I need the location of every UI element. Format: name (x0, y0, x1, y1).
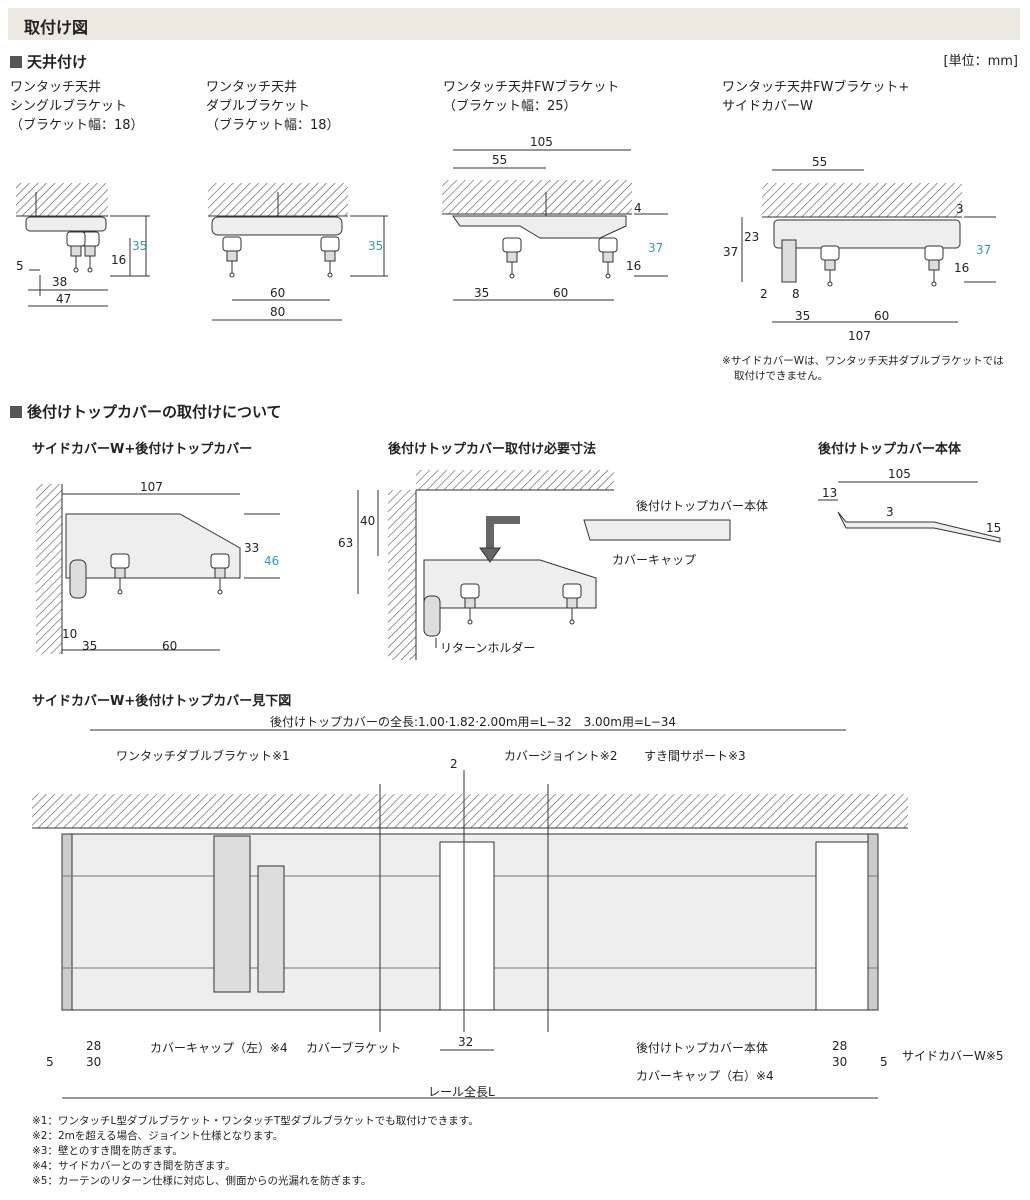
svg-text:38: 38 (52, 275, 67, 289)
svg-text:30: 30 (832, 1055, 847, 1069)
svg-text:2: 2 (760, 287, 768, 301)
svg-text:28: 28 (86, 1039, 101, 1053)
svg-text:5: 5 (46, 1055, 54, 1069)
caption-fw: ワンタッチ天井FWブラケット（ブラケット幅：25） (443, 80, 620, 114)
svg-text:16: 16 (111, 253, 126, 267)
svg-text:10: 10 (62, 627, 77, 641)
svg-text:40: 40 (360, 514, 375, 528)
svg-text:80: 80 (270, 305, 285, 319)
caption-fw-side: ワンタッチ天井FWブラケット+サイドカバーW (722, 80, 910, 114)
callout-gap-support: すき間サポート※3 (644, 749, 746, 763)
svg-text:55: 55 (812, 155, 827, 169)
callout-cover-cap: カバーキャップ (612, 553, 696, 567)
svg-text:23: 23 (744, 230, 759, 244)
svg-text:46: 46 (264, 554, 279, 568)
callout-double-bracket: ワンタッチダブルブラケット※1 (116, 748, 290, 763)
svg-text:35: 35 (474, 286, 489, 300)
svg-text:107: 107 (140, 480, 163, 494)
section-topcover: 後付けトップカバーの取付けについて (10, 401, 282, 422)
svg-text:35: 35 (82, 639, 97, 653)
svg-text:33: 33 (244, 541, 259, 555)
svg-text:5: 5 (880, 1055, 888, 1069)
ceiling-fw-bracket (442, 149, 668, 301)
svg-text:28: 28 (832, 1039, 847, 1053)
svg-text:3: 3 (956, 202, 964, 216)
footnotes: ※1：ワンタッチL型ダブルブラケット・ワンタッチT型ダブルブラケットでも取付けで… (32, 1115, 479, 1187)
callout-cover-joint: カバージョイント※2 (504, 749, 617, 763)
section-ceiling: 天井付け (10, 51, 87, 72)
callout-cover-bracket: カバーブラケット (306, 1040, 401, 1055)
svg-text:105: 105 (888, 467, 911, 481)
svg-text:35: 35 (132, 239, 147, 253)
callout-side-cover: サイドカバーW※5 (902, 1049, 1004, 1063)
svg-text:47: 47 (56, 292, 71, 306)
svg-text:2: 2 (450, 757, 458, 771)
required-dims-view (357, 470, 731, 660)
svg-text:35: 35 (368, 239, 383, 253)
section-title: 天井付け (27, 53, 88, 71)
svg-text:107: 107 (848, 329, 871, 343)
svg-text:105: 105 (530, 135, 553, 149)
sub-sidecover-topcover: サイドカバーW+後付けトップカバー (32, 442, 253, 457)
callout-return-holder: リターンホルダー (440, 640, 535, 655)
caption-single: ワンタッチ天井シングルブラケット（ブラケット幅：18） (10, 80, 144, 133)
callout-cap-left: カバーキャップ（左）※4 (150, 1040, 288, 1055)
svg-text:37: 37 (976, 243, 991, 257)
svg-text:60: 60 (162, 639, 177, 653)
caption-double: ワンタッチ天井ダブルブラケット（ブラケット幅：18） (206, 80, 340, 133)
svg-text:15: 15 (986, 521, 1001, 535)
plan-view (32, 729, 908, 1099)
svg-text:13: 13 (822, 486, 837, 500)
square-bullet-icon (10, 56, 22, 68)
ceiling-double-bracket (208, 183, 388, 321)
svg-text:4: 4 (634, 201, 642, 215)
unit-label: [単位：mm] (943, 54, 1018, 69)
svg-text:37: 37 (648, 241, 663, 255)
svg-text:60: 60 (553, 286, 568, 300)
ceiling-fw-sidecover (741, 169, 996, 323)
sidecover-topcover-side (36, 484, 280, 654)
svg-text:63: 63 (338, 536, 353, 550)
callout-topcover-body: 後付けトップカバー本体 (636, 499, 768, 513)
svg-text:8: 8 (792, 287, 800, 301)
ceiling-single-bracket (16, 183, 150, 307)
svg-text:16: 16 (954, 261, 969, 275)
sub-plan-view: サイドカバーW+後付けトップカバー見下図 (32, 694, 292, 709)
title-bar: 取付け図 (8, 8, 1020, 40)
square-bullet-icon (10, 406, 22, 418)
sub-required-dims: 後付けトップカバー取付け必要寸法 (388, 442, 597, 457)
svg-text:55: 55 (492, 153, 507, 167)
svg-text:30: 30 (86, 1055, 101, 1069)
svg-text:5: 5 (16, 259, 24, 273)
svg-text:16: 16 (626, 259, 641, 273)
topcover-body-profile (818, 481, 1001, 543)
rail-length: レール全長L (428, 1084, 495, 1099)
svg-text:60: 60 (270, 286, 285, 300)
svg-text:60: 60 (874, 309, 889, 323)
callout-cap-right: カバーキャップ（右）※4 (636, 1068, 774, 1083)
svg-text:35: 35 (795, 309, 810, 323)
svg-text:3: 3 (886, 505, 894, 519)
page-title: 取付け図 (24, 18, 89, 37)
sub-topcover-body: 後付けトップカバー本体 (818, 442, 962, 457)
callout-plan-body: 後付けトップカバー本体 (636, 1041, 768, 1055)
svg-text:37: 37 (723, 245, 738, 259)
side-cover-note: ※サイドカバーWは、ワンタッチ天井ダブルブラケットでは取付けできません。 (722, 355, 1004, 382)
plan-total-length: 後付けトップカバーの全長:1.00·1.82·2.00m用=L−32 3.00m… (270, 714, 676, 729)
svg-text:32: 32 (458, 1035, 473, 1049)
